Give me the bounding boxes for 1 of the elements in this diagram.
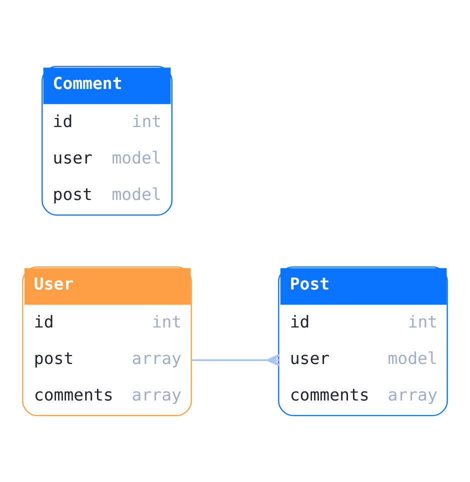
connector (192, 354, 280, 366)
